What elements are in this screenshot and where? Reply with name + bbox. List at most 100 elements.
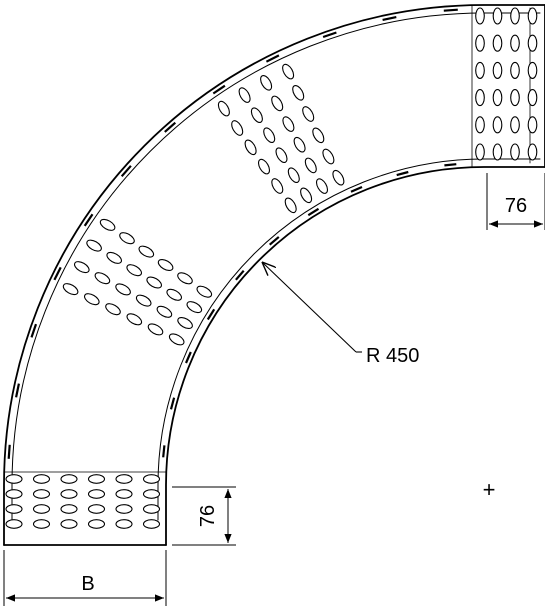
perforation-slot xyxy=(147,323,164,336)
perforation-slot xyxy=(157,258,174,272)
perforation-slot xyxy=(492,61,503,79)
radius-label: R 450 xyxy=(366,345,419,367)
perforation-slot xyxy=(322,148,335,165)
perforation-slot xyxy=(60,489,78,499)
perforation-slot xyxy=(510,89,520,107)
perforation-slot xyxy=(5,474,23,484)
rim-joint-mark xyxy=(30,323,38,338)
perforation-slot xyxy=(87,474,106,484)
perforation-slot xyxy=(244,139,257,156)
perforation-slot xyxy=(119,232,135,245)
perforation-slot xyxy=(293,136,306,153)
perforation-slot xyxy=(32,474,51,484)
perforation-slot xyxy=(304,157,317,174)
perforation-slot xyxy=(146,276,163,289)
rim-joint-mark xyxy=(212,84,226,95)
perforation-slot xyxy=(5,519,23,529)
perforation-slot xyxy=(510,34,520,52)
perforation-slot xyxy=(115,474,133,484)
perforation-slot xyxy=(156,305,173,318)
perforation-slot xyxy=(238,87,251,103)
center-mark: + xyxy=(483,477,496,502)
perforation-slots xyxy=(5,7,538,529)
perforation-slot xyxy=(142,504,161,514)
perforation-slot xyxy=(32,519,51,529)
perforation-slot xyxy=(302,106,315,122)
height-right-label: 76 xyxy=(505,195,527,217)
perforation-slot xyxy=(60,474,78,484)
perforation-slot xyxy=(135,294,152,307)
perforation-slot xyxy=(126,264,143,277)
rim-joint-mark xyxy=(7,444,11,459)
perforation-slot xyxy=(287,167,300,184)
perforation-slot xyxy=(217,100,230,117)
rim-joint-mark xyxy=(265,54,280,63)
perforation-slot xyxy=(142,474,161,484)
rim-joint-mark xyxy=(268,236,280,246)
perforation-slot xyxy=(5,504,23,514)
perforation-slot xyxy=(87,489,106,499)
perforation-slot xyxy=(275,147,288,164)
perforation-slot xyxy=(332,169,345,186)
perforation-slot xyxy=(271,178,284,194)
rim-joint-mark xyxy=(206,308,216,321)
perforation-slot xyxy=(186,301,203,314)
perforation-slot xyxy=(292,84,305,101)
rim-joint-mark xyxy=(169,397,176,410)
perforation-slot xyxy=(86,239,102,252)
width-label: B xyxy=(81,573,94,595)
perforation-slot xyxy=(73,261,90,274)
perforation-slot xyxy=(510,116,520,134)
rim-joint-mark xyxy=(350,185,363,193)
rim-joint-mark xyxy=(120,165,132,178)
rim-joint-marks xyxy=(7,8,458,459)
rim-joint-mark xyxy=(53,266,62,281)
dimension-width xyxy=(3,550,167,606)
perforation-slot xyxy=(315,178,329,194)
perforation-slot xyxy=(5,489,23,499)
perforation-slot xyxy=(126,313,143,326)
perforation-slot xyxy=(475,143,485,161)
perforation-slot xyxy=(60,504,78,514)
perforation-slot xyxy=(87,519,106,529)
perforation-slot xyxy=(177,272,193,285)
inner-rim-inner-arc xyxy=(157,158,541,521)
rim-joint-mark xyxy=(443,8,458,12)
dimension-height-bottom xyxy=(172,486,236,546)
perforation-slot xyxy=(115,283,131,296)
rim-joint-mark xyxy=(307,207,320,217)
perforation-slot xyxy=(62,283,79,296)
rim-joint-mark xyxy=(444,163,457,167)
perforation-slot xyxy=(492,34,503,52)
perforation-slot xyxy=(527,116,538,134)
tray-body xyxy=(3,4,545,546)
perforation-slot xyxy=(510,61,520,79)
perforation-slot xyxy=(475,7,485,25)
radius-leader xyxy=(262,262,362,353)
perforation-slot xyxy=(32,504,51,514)
perforation-slot xyxy=(250,107,263,124)
perforation-slot xyxy=(142,489,161,499)
perforation-slot xyxy=(492,116,503,134)
perforation-slot xyxy=(99,218,116,231)
perforation-slot xyxy=(475,89,485,107)
height-bottom-label: 76 xyxy=(197,505,219,527)
perforation-slot xyxy=(282,116,295,132)
perforation-slot xyxy=(527,61,538,79)
perforation-slot xyxy=(492,89,503,107)
perforation-slot xyxy=(115,489,133,499)
perforation-slot xyxy=(168,333,185,346)
perforation-slot xyxy=(177,316,193,330)
rim-joint-mark xyxy=(396,170,409,177)
perforation-slot xyxy=(527,7,538,25)
perforation-slot xyxy=(282,63,295,80)
perforation-slot xyxy=(106,251,123,264)
perforation-slot xyxy=(196,285,213,298)
perforation-slot xyxy=(475,61,485,79)
dimension-height-right xyxy=(486,173,545,230)
perforation-slot xyxy=(510,143,520,161)
perforation-slot xyxy=(271,95,284,112)
perforation-slot xyxy=(87,504,106,514)
perforation-slot xyxy=(32,489,51,499)
